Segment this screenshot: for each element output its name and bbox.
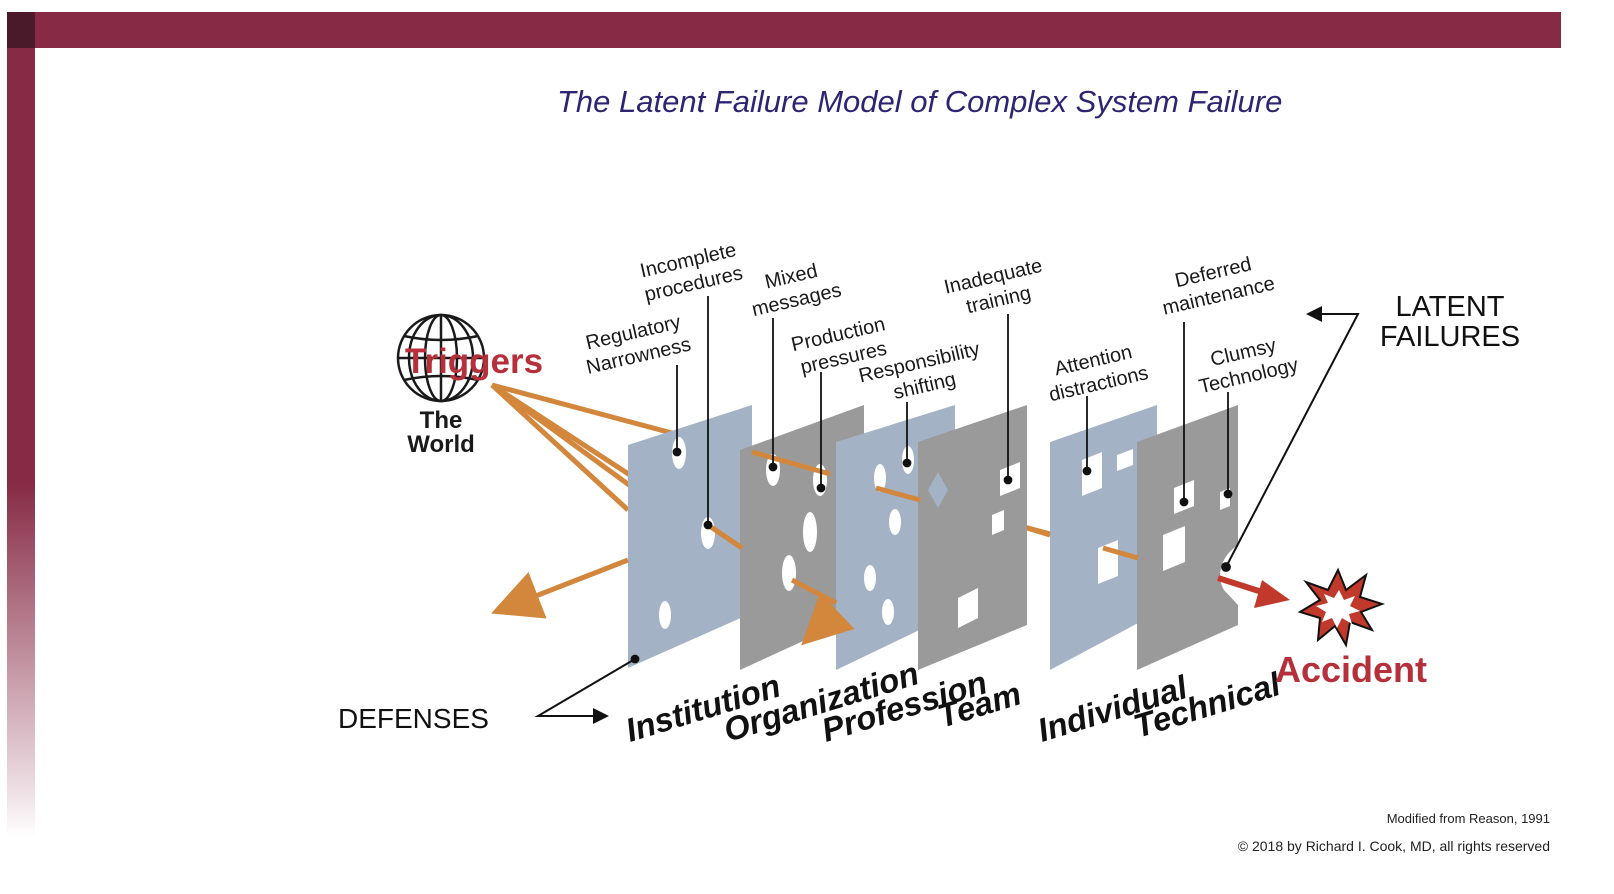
plate-institution: [628, 405, 752, 668]
slide-title: The Latent Failure Model of Complex Syst…: [557, 84, 1283, 119]
header-bar: [7, 12, 1561, 48]
accident-label: Accident: [1275, 649, 1427, 690]
latent-failure-label-clumsy: Clumsy Technology: [1197, 335, 1301, 399]
explosion-icon: [1297, 567, 1386, 648]
defenses-pointer: [534, 658, 636, 724]
latent-failure-label-regulatory: Regulatory Narrowness: [584, 311, 693, 379]
plate-team: [918, 405, 1027, 670]
latent-failure-label-attention: Attention distractions: [1047, 341, 1151, 406]
trajectory-front-segments: [491, 449, 1139, 646]
copyright-notice: © 2018 by Richard I. Cook, MD, all right…: [1237, 838, 1550, 854]
trajectory-short: [490, 382, 632, 478]
accident-arrow: [1217, 575, 1290, 608]
triggers-label: Triggers: [405, 342, 543, 381]
left-accent-bar: [7, 48, 35, 838]
deflected-trajectory: [491, 557, 629, 619]
defenses-label: DEFENSES: [338, 703, 489, 734]
latent-failures-heading-line2: FAILURES: [1380, 321, 1520, 353]
latent-failures-heading-line1: LATENT: [1395, 291, 1504, 323]
world-label-line2: World: [407, 431, 475, 458]
latent-failure-label-mixed: Mixed messages: [750, 260, 844, 321]
source-credit: Modified from Reason, 1991: [1386, 811, 1550, 826]
trajectory-to-institution: [490, 383, 630, 512]
world-label-line1: The: [420, 407, 463, 434]
globe-icon: [396, 313, 486, 403]
latent-failure-label-incomplete: Incomplete procedures: [638, 239, 745, 306]
latent-failure-label-deferred: Deferred maintenance: [1160, 253, 1277, 319]
latent-failure-label-inadequate: Inadequate training: [942, 255, 1044, 318]
plate-technical: [1137, 405, 1238, 670]
header-corner-block: [7, 12, 35, 48]
stopped-trajectory: [801, 592, 855, 646]
latent-failure-pointers: [630, 296, 1233, 664]
plate-individual: [1050, 405, 1157, 670]
latent-failures-pointer: [1225, 306, 1360, 568]
